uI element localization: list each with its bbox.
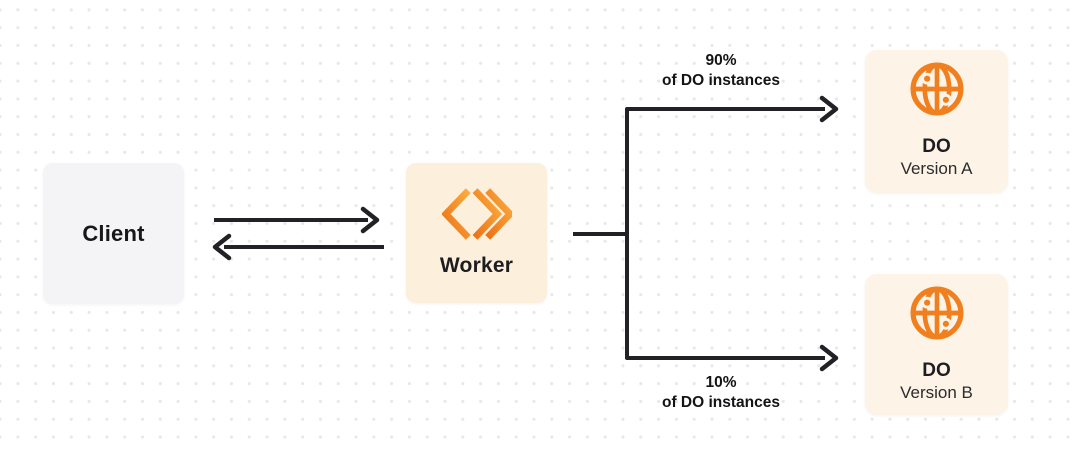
do-a-subtitle: Version A — [900, 159, 973, 178]
cloudflare-workers-icon — [441, 188, 512, 240]
branch-10-label: 10% of DO instances — [662, 373, 780, 412]
durable-object-globe-icon — [910, 62, 963, 116]
client-box: Client — [43, 163, 184, 304]
do-version-b-box: DO Version B — [865, 274, 1008, 415]
branch-90-percent: 90% — [705, 52, 737, 69]
arrow-client-to-worker — [214, 206, 380, 234]
client-label: Client — [82, 220, 145, 246]
branch-10-percent: 10% — [705, 374, 737, 391]
worker-label: Worker — [439, 254, 514, 277]
branch-arrow-to-do-b — [625, 234, 839, 372]
branch-10-caption: of DO instances — [662, 393, 780, 411]
worker-box: Worker — [406, 163, 547, 303]
do-b-title: DO — [922, 360, 951, 381]
branch-90-caption: of DO instances — [662, 71, 780, 89]
do-version-a-box: DO Version A — [865, 50, 1008, 193]
branch-90-label: 90% of DO instances — [662, 51, 780, 90]
do-a-title: DO — [922, 136, 951, 157]
durable-object-globe-icon — [910, 286, 963, 340]
branch-arrow-to-do-a — [625, 95, 839, 234]
do-b-subtitle: Version B — [900, 383, 973, 402]
arrow-worker-to-client — [212, 233, 384, 261]
